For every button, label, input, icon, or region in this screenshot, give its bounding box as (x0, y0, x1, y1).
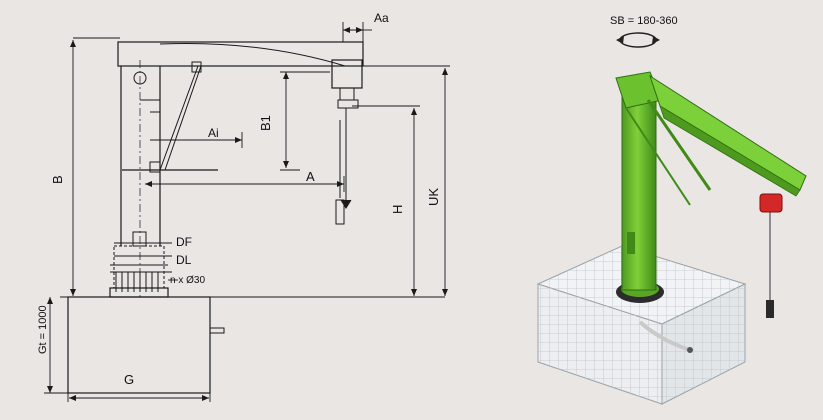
hoist-trolley (331, 59, 363, 225)
cable-box (132, 231, 147, 247)
technical-drawing: Aa B B1 Ai A H UK DF DL n x Ø30 Gt = 100… (37, 11, 450, 402)
dim-label-aa: Aa (374, 11, 389, 25)
dim-label-ai: Ai (208, 126, 219, 140)
dim-label-a: A (306, 169, 315, 184)
column (120, 60, 161, 300)
foundation-block (67, 296, 211, 394)
dim-label-b1: B1 (258, 115, 273, 131)
crane-render: SB = 180-360 (536, 15, 807, 405)
dim-label-h: H (390, 205, 405, 214)
slewing-ring (133, 71, 147, 85)
pendant-control (335, 199, 345, 225)
dim-label-bolts: n x Ø30 (170, 275, 205, 286)
dim-label-g: G (124, 372, 134, 387)
base-plate (109, 287, 169, 298)
rotation-arrow-icon (616, 32, 660, 48)
dim-label-df: DF (176, 235, 192, 249)
anchor-stub (209, 327, 225, 334)
render-column (621, 95, 657, 291)
dim-label-uk: UK (426, 188, 441, 206)
dim-label-gt: Gt = 1000 (37, 305, 49, 354)
render-pendant (766, 300, 774, 318)
dim-label-dl: DL (176, 253, 192, 267)
dimension-lines (44, 22, 450, 402)
jib-arm (117, 41, 364, 173)
anchor-bolts (115, 272, 159, 292)
render-jib-arm (649, 74, 807, 191)
dim-label-b: B (50, 175, 65, 184)
render-hoist (759, 193, 783, 213)
slewing-range-label: SB = 180-360 (610, 15, 678, 27)
